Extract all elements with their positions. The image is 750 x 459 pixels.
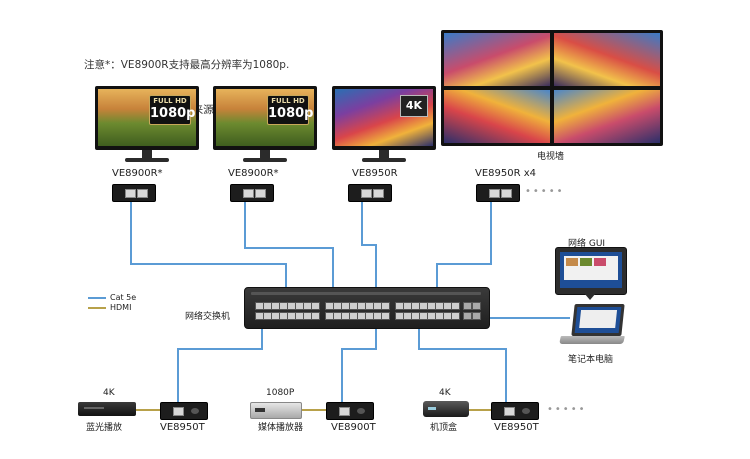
set-top-box: [423, 401, 469, 417]
transmitter-2: [326, 402, 374, 420]
legend-cat5e: Cat 5e: [110, 293, 137, 302]
laptop-label: 笔记本电脑: [568, 355, 614, 365]
cable-tx3: [418, 325, 507, 405]
source-1-device: 蓝光播放: [86, 423, 123, 433]
source-3-res: 4K: [439, 388, 451, 398]
legend-hdmi: HDMI: [110, 303, 132, 312]
switch-port: [451, 312, 460, 320]
gui-monitor: [555, 247, 627, 295]
receiver-3: [348, 184, 392, 202]
source-1-res: 4K: [103, 388, 115, 398]
4k-badge: 4K: [400, 95, 428, 117]
transmitter-2-label: VE8900T: [331, 422, 376, 433]
receiver-3-label: VE8950R: [352, 168, 398, 179]
receiver-2: [230, 184, 274, 202]
video-wall-label: 电视墙: [537, 152, 565, 162]
network-gui-label: 网络 GUI: [568, 239, 606, 249]
switch-port: [381, 312, 390, 320]
switch-port: [451, 302, 460, 310]
video-wall: [441, 30, 663, 146]
note-line-1: 注意*：VE8900R支持最高分辨率为1080p.: [84, 59, 290, 71]
cable-rx2: [244, 200, 334, 300]
receiver-1: [112, 184, 156, 202]
laptop-base: [559, 336, 625, 344]
receiver-4: [476, 184, 520, 202]
transmitter-3: [491, 402, 539, 420]
transmitter-1: [160, 402, 208, 420]
media-player: [250, 402, 302, 419]
switch-port: [311, 302, 320, 310]
receiver-2-label: VE8900R*: [228, 168, 279, 179]
network-switch: [244, 287, 490, 329]
laptop-screen: [571, 304, 625, 336]
switch-uplink-port: [472, 312, 481, 320]
more-transmitters-dots: •••••: [547, 404, 587, 415]
transmitter-1-label: VE8950T: [160, 422, 205, 433]
switch-uplink-port: [463, 302, 472, 310]
source-2-device: 媒体播放器: [258, 423, 304, 433]
more-receivers-dots: •••••: [525, 186, 565, 197]
switch-port: [381, 302, 390, 310]
switch-label: 网络交换机: [185, 312, 231, 322]
cable-rx4: [436, 200, 492, 300]
gui-callout-pointer: [584, 293, 596, 300]
monitor-3: 4K: [332, 86, 436, 164]
cable-tx2: [341, 325, 377, 405]
cable-tx1: [177, 325, 263, 405]
transmitter-3-label: VE8950T: [494, 422, 539, 433]
bluray-player: [78, 402, 136, 416]
receiver-4-label: VE8950R x4: [475, 168, 537, 179]
source-3-device: 机顶盒: [430, 423, 458, 433]
cable-rx1: [130, 200, 287, 300]
switch-uplink-port: [463, 312, 472, 320]
cable-rx3: [361, 200, 377, 300]
switch-uplink-port: [472, 302, 481, 310]
receiver-1-label: VE8900R*: [112, 168, 163, 179]
source-2-res: 1080P: [266, 388, 295, 398]
switch-port: [311, 312, 320, 320]
